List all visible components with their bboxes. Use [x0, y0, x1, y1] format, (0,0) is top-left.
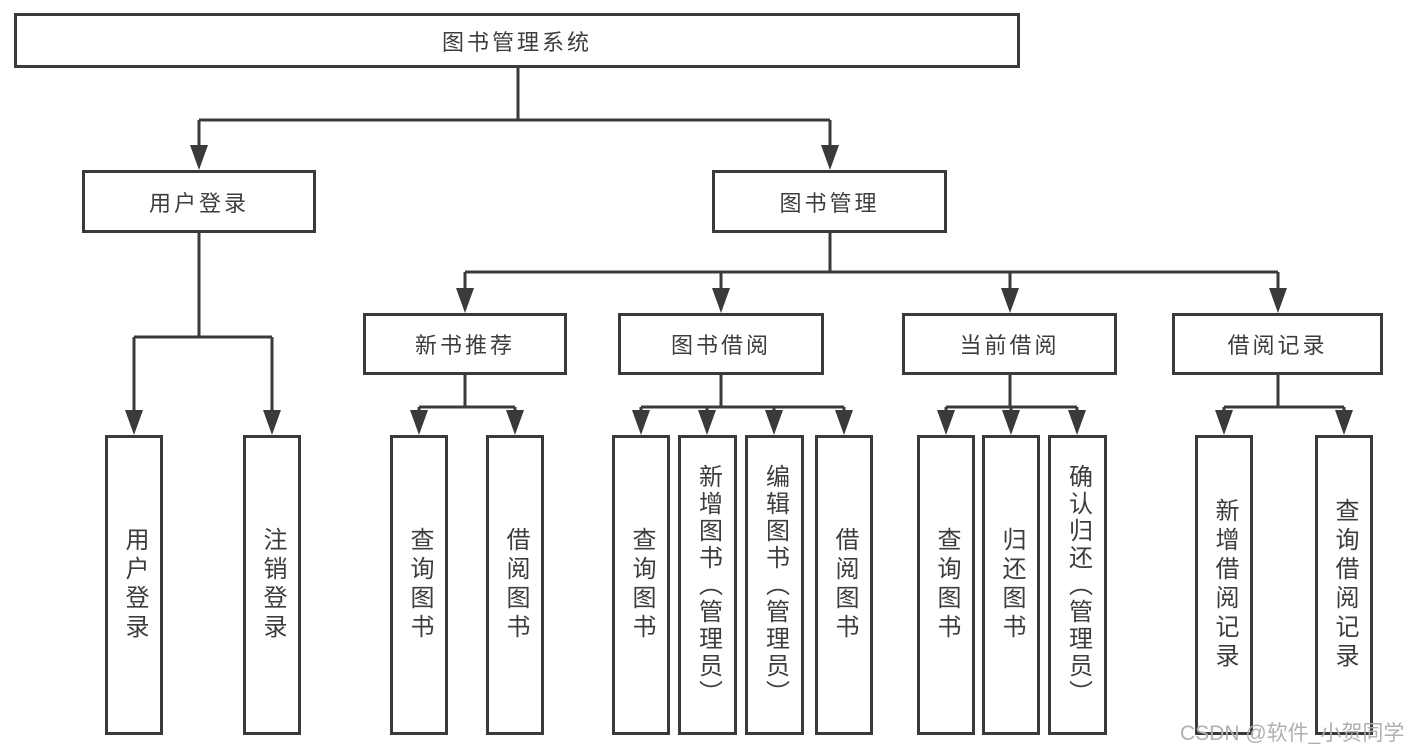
leaf-confirm-return-admin: 确认归还（管理员）	[1048, 435, 1107, 735]
node-label: 归还图书	[998, 527, 1025, 643]
leaf-add-borrow-record: 新增借阅记录	[1195, 435, 1253, 735]
node-label: 新增图书（管理员）	[694, 463, 722, 707]
node-label: 借阅图书	[831, 527, 858, 643]
leaf-borrow-books-recommend: 借阅图书	[486, 435, 544, 735]
node-label: 当前借阅	[959, 333, 1060, 358]
node-book-management: 图书管理	[712, 170, 947, 233]
node-label: 新增借阅记录	[1211, 498, 1238, 672]
node-label: 编辑图书（管理员）	[761, 463, 789, 707]
node-label: 查询图书	[933, 527, 960, 643]
node-label: 注销登录	[259, 527, 286, 643]
leaf-query-books-current: 查询图书	[917, 435, 975, 735]
leaf-return-book: 归还图书	[982, 435, 1040, 735]
node-label: 用户登录	[121, 527, 148, 643]
leaf-query-books-borrow: 查询图书	[612, 435, 670, 735]
node-label: 查询借阅记录	[1331, 498, 1358, 672]
leaf-edit-book-admin: 编辑图书（管理员）	[745, 435, 804, 735]
node-new-book-recommend: 新书推荐	[363, 313, 567, 375]
leaf-borrow-books-borrow: 借阅图书	[815, 435, 873, 735]
node-borrowing-records: 借阅记录	[1172, 313, 1383, 375]
leaf-user-login: 用户登录	[105, 435, 163, 735]
csdn-watermark: CSDN @软件_小贺同学	[1180, 722, 1405, 745]
node-label: 新书推荐	[414, 333, 515, 358]
node-root: 图书管理系统	[14, 13, 1020, 68]
node-label: 借阅图书	[502, 527, 529, 643]
node-label: 图书管理	[779, 190, 880, 216]
node-label: 图书借阅	[670, 333, 771, 358]
node-label: 借阅记录	[1227, 333, 1328, 358]
leaf-query-books-recommend: 查询图书	[390, 435, 448, 735]
node-label: 确认归还（管理员）	[1064, 463, 1092, 707]
node-current-borrowing: 当前借阅	[902, 313, 1117, 375]
node-user-login: 用户登录	[82, 170, 316, 233]
node-label: 查询图书	[628, 527, 655, 643]
node-label: 用户登录	[148, 190, 249, 216]
leaf-add-book-admin: 新增图书（管理员）	[678, 435, 737, 735]
leaf-logout: 注销登录	[243, 435, 301, 735]
node-label: 查询图书	[406, 527, 433, 643]
leaf-query-borrow-record: 查询借阅记录	[1315, 435, 1373, 735]
node-book-borrowing: 图书借阅	[618, 313, 824, 375]
arrowhead-icons	[125, 145, 1353, 435]
node-label: 图书管理系统	[441, 29, 592, 55]
